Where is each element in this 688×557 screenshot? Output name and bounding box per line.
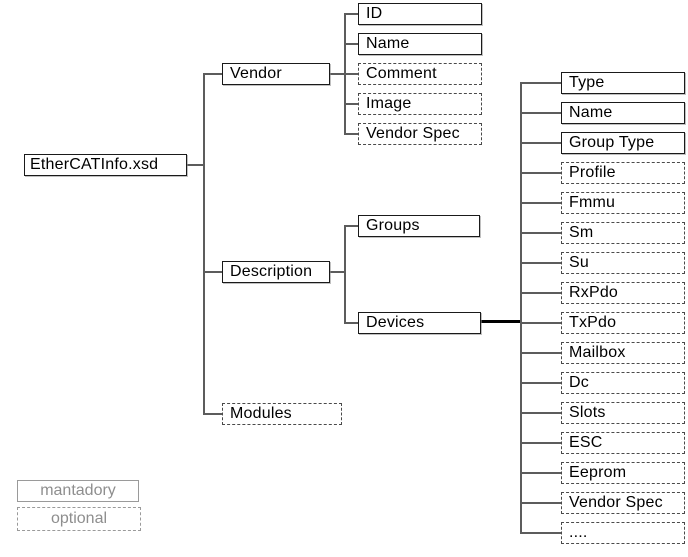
node-slots: Slots xyxy=(561,402,685,424)
id-stub-line xyxy=(344,13,358,15)
su-stub-line xyxy=(520,262,561,264)
type-stub-line xyxy=(520,82,561,84)
node-name: Name xyxy=(358,33,482,55)
vendor-connector-line xyxy=(203,73,222,75)
description-connector-line xyxy=(203,271,222,273)
root-children-spine xyxy=(203,73,205,415)
modules-connector-line xyxy=(203,413,222,415)
node-fmmu: Fmmu xyxy=(561,192,685,214)
node-comment: Comment xyxy=(358,63,482,85)
node-devices: Devices xyxy=(358,312,481,334)
node-id: ID xyxy=(358,3,482,25)
node-ellipsis: .... xyxy=(561,522,685,544)
node-device-vendor-spec: Vendor Spec xyxy=(561,492,685,514)
profile-stub-line xyxy=(520,172,561,174)
node-esc: ESC xyxy=(561,432,685,454)
node-eeprom: Eeprom xyxy=(561,462,685,484)
groups-stub-line xyxy=(344,225,358,227)
node-group-type: Group Type xyxy=(561,132,685,154)
devices-children-spine xyxy=(520,82,522,534)
node-groups: Groups xyxy=(358,215,480,237)
esc-stub-line xyxy=(520,442,561,444)
slots-stub-line xyxy=(520,412,561,414)
node-description: Description xyxy=(222,261,330,283)
sm-stub-line xyxy=(520,232,561,234)
vendor-out-line xyxy=(330,73,345,75)
root-connector-line xyxy=(187,164,204,166)
eeprom-stub-line xyxy=(520,472,561,474)
image-stub-line xyxy=(344,103,358,105)
vendor-spec-stub-line xyxy=(344,133,358,135)
txpdo-stub-line xyxy=(520,322,561,324)
node-rxpdo: RxPdo xyxy=(561,282,685,304)
node-image: Image xyxy=(358,93,482,115)
node-txpdo: TxPdo xyxy=(561,312,685,334)
node-vendor: Vendor xyxy=(222,63,330,85)
name2-stub-line xyxy=(520,112,561,114)
node-type: Type xyxy=(561,72,685,94)
legend-mandatory-box: mantadory xyxy=(17,480,139,502)
node-profile: Profile xyxy=(561,162,685,184)
description-out-line xyxy=(330,271,345,273)
group-type-stub-line xyxy=(520,142,561,144)
name-stub-line xyxy=(344,43,358,45)
vendor-spec2-stub-line xyxy=(520,502,561,504)
node-dc: Dc xyxy=(561,372,685,394)
rxpdo-stub-line xyxy=(520,292,561,294)
description-children-spine xyxy=(344,225,346,324)
node-mailbox: Mailbox xyxy=(561,342,685,364)
dc-stub-line xyxy=(520,382,561,384)
node-modules: Modules xyxy=(222,403,342,425)
mailbox-stub-line xyxy=(520,352,561,354)
legend-optional-box: optional xyxy=(17,507,141,531)
node-vendor-spec: Vendor Spec xyxy=(358,123,482,145)
node-device-name: Name xyxy=(561,102,685,124)
devices-stub-line xyxy=(344,322,358,324)
comment-stub-line xyxy=(344,73,358,75)
fmmu-stub-line xyxy=(520,202,561,204)
devices-out-thick-line xyxy=(481,320,522,323)
node-su: Su xyxy=(561,252,685,274)
node-sm: Sm xyxy=(561,222,685,244)
node-ethercatinfo-root: EtherCATInfo.xsd xyxy=(24,154,187,176)
ellipsis-stub-line xyxy=(520,532,561,534)
